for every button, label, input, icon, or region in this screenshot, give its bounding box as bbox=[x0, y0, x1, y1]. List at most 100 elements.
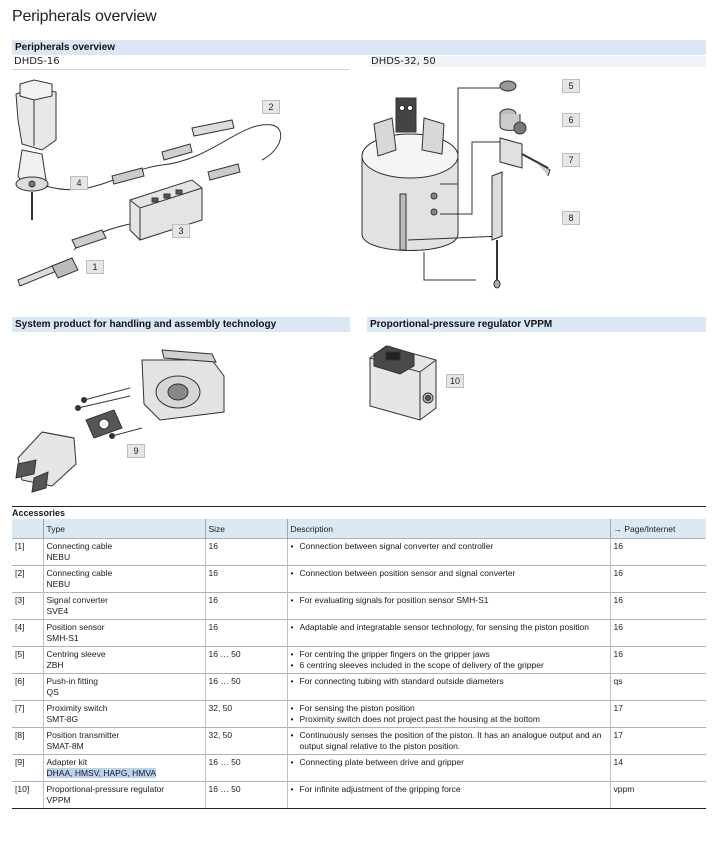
section-band-system-product: System product for handling and assembly… bbox=[12, 317, 350, 332]
column-header-type: Type bbox=[43, 519, 206, 539]
cell-description: For connecting tubing with standard outs… bbox=[287, 673, 611, 701]
page-title: Peripherals overview bbox=[12, 8, 157, 25]
type-code: SVE4 bbox=[46, 606, 69, 616]
type-code: DHAA, HMSV, HAPG, HMVA bbox=[46, 768, 157, 778]
cell-size: 16 bbox=[205, 592, 288, 620]
vppm-drawing bbox=[366, 342, 446, 422]
type-name: Position sensor bbox=[46, 622, 105, 632]
type-code: QS bbox=[46, 687, 59, 697]
type-name: Connecting cable bbox=[46, 568, 113, 578]
cell-item-number: [1] bbox=[12, 538, 44, 566]
cell-description: Connecting plate between drive and gripp… bbox=[287, 754, 611, 782]
description-bullet: For sensing the piston position bbox=[291, 703, 607, 714]
type-code: VPPM bbox=[46, 795, 71, 805]
cell-size: 16 bbox=[205, 565, 288, 593]
cell-page-reference: 16 bbox=[610, 646, 706, 674]
type-code: SMT-8G bbox=[46, 714, 79, 724]
cell-item-number: [3] bbox=[12, 592, 44, 620]
cell-description: Connection between position sensor and s… bbox=[287, 565, 611, 593]
type-code: NEBU bbox=[46, 579, 71, 589]
callout-8: 8 bbox=[562, 211, 580, 225]
accessories-heading: Accessories bbox=[12, 506, 706, 518]
cell-page-reference: vppm bbox=[610, 781, 706, 809]
callout-10: 10 bbox=[446, 374, 464, 388]
description-bullet: For infinite adjustment of the gripping … bbox=[291, 784, 607, 795]
cell-item-number: [8] bbox=[12, 727, 44, 755]
cell-page-reference: 14 bbox=[610, 754, 706, 782]
description-bullet: 6 centring sleeves included in the scope… bbox=[291, 660, 607, 671]
type-name: Signal converter bbox=[46, 595, 108, 605]
cell-page-reference: 16 bbox=[610, 592, 706, 620]
callout-5: 5 bbox=[562, 79, 580, 93]
cell-item-number: [9] bbox=[12, 754, 44, 782]
description-bullet: For connecting tubing with standard outs… bbox=[291, 676, 607, 687]
cell-size: 16 … 50 bbox=[205, 754, 288, 782]
cell-item-number: [7] bbox=[12, 700, 44, 728]
column-header-size: Size bbox=[205, 519, 288, 539]
cell-size: 16 … 50 bbox=[205, 673, 288, 701]
type-name: Proportional-pressure regulator bbox=[46, 784, 165, 794]
accessories-table: Type Size Description → Page/Internet [1… bbox=[12, 519, 706, 809]
type-code: ZBH bbox=[46, 660, 64, 670]
callout-7: 7 bbox=[562, 153, 580, 167]
callout-2: 2 bbox=[262, 100, 280, 114]
cell-item-number: [4] bbox=[12, 619, 44, 647]
cell-description: For infinite adjustment of the gripping … bbox=[287, 781, 611, 809]
cell-page-reference: 17 bbox=[610, 727, 706, 755]
cell-item-number: [2] bbox=[12, 565, 44, 593]
system-product-drawing bbox=[12, 340, 232, 500]
cell-size: 32, 50 bbox=[205, 700, 288, 728]
cell-size: 16 … 50 bbox=[205, 781, 288, 809]
cell-item-number: [6] bbox=[12, 673, 44, 701]
cell-description: For centring the gripper fingers on the … bbox=[287, 646, 611, 674]
cell-page-reference: 17 bbox=[610, 700, 706, 728]
subtitle-divider bbox=[12, 69, 350, 70]
type-code: SMAT-8M bbox=[46, 741, 84, 751]
description-bullet: Proximity switch does not project past t… bbox=[291, 714, 607, 725]
type-name: Position transmitter bbox=[46, 730, 120, 740]
subtitle-dhds3250: DHDS-32, 50 bbox=[369, 56, 706, 67]
description-bullet: Connecting plate between drive and gripp… bbox=[291, 757, 607, 768]
cell-size: 16 bbox=[205, 538, 288, 566]
callout-3: 3 bbox=[172, 224, 190, 238]
callout-4: 4 bbox=[70, 176, 88, 190]
cell-page-reference: 16 bbox=[610, 565, 706, 593]
table-header-row: Type Size Description → Page/Internet bbox=[12, 519, 706, 539]
type-name: Centring sleeve bbox=[46, 649, 106, 659]
section-band-vppm: Proportional-pressure regulator VPPM bbox=[367, 317, 706, 332]
callout-1: 1 bbox=[86, 260, 104, 274]
callout-6: 6 bbox=[562, 113, 580, 127]
type-name: Adapter kit bbox=[46, 757, 88, 767]
type-code: SMH-S1 bbox=[46, 633, 79, 643]
cell-description: Continuously senses the position of the … bbox=[287, 727, 611, 755]
description-bullet: Adaptable and integratable sensor techno… bbox=[291, 622, 607, 633]
cell-description: Connection between signal converter and … bbox=[287, 538, 611, 566]
dhds3250-drawing bbox=[360, 84, 590, 296]
cell-page-reference: qs bbox=[610, 673, 706, 701]
cell-size: 32, 50 bbox=[205, 727, 288, 755]
table-row: [3]Signal converterSVE416For evaluating … bbox=[12, 592, 706, 620]
cell-description: Adaptable and integratable sensor techno… bbox=[287, 619, 611, 647]
table-row: [1]Connecting cableNEBU16Connection betw… bbox=[12, 538, 706, 566]
type-name: Connecting cable bbox=[46, 541, 113, 551]
column-header-description: Description bbox=[287, 519, 611, 539]
cell-size: 16 … 50 bbox=[205, 646, 288, 674]
description-bullet: Connection between position sensor and s… bbox=[291, 568, 607, 579]
accessories-table-body: [1]Connecting cableNEBU16Connection betw… bbox=[12, 538, 706, 809]
column-header-page: → Page/Internet bbox=[610, 519, 706, 539]
cell-page-reference: 16 bbox=[610, 538, 706, 566]
